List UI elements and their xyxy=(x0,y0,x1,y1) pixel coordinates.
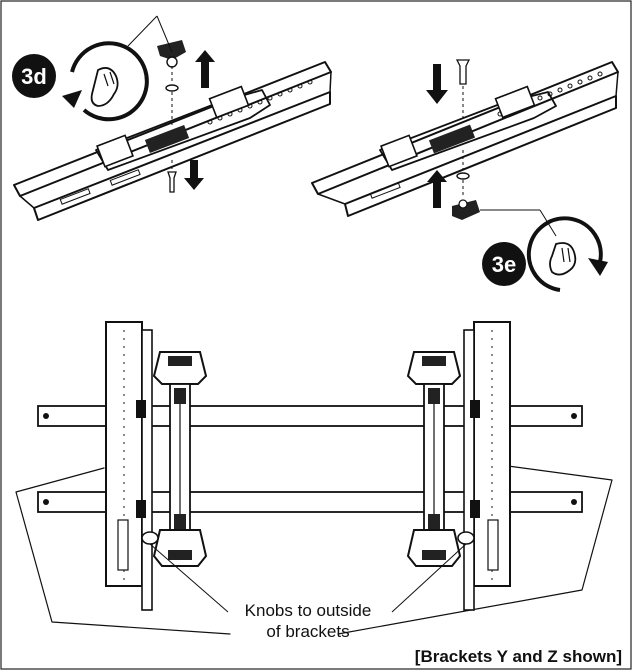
rail-right xyxy=(311,61,619,217)
step-label-3e: 3e xyxy=(492,252,516,277)
knob-3e xyxy=(452,172,480,220)
screw-3e xyxy=(455,59,471,170)
leader-line-left xyxy=(149,543,229,613)
rail-left xyxy=(13,61,332,221)
leader-line-right xyxy=(391,543,467,613)
step-3d-illustration: 3d xyxy=(12,15,332,221)
outline-left xyxy=(15,467,231,635)
screw-3d xyxy=(167,171,177,193)
tv-bracket-left xyxy=(152,351,208,567)
vertical-rail-right xyxy=(463,321,511,611)
arrow-down-3d xyxy=(184,160,204,190)
knob-right-outside xyxy=(457,531,475,545)
callout-line-2: of brackets xyxy=(266,622,349,641)
step-badge-3e: 3e xyxy=(482,242,526,286)
step-badge-3d: 3d xyxy=(12,54,56,98)
rotate-hand-icon-3d xyxy=(62,15,173,122)
arrow-up-3d xyxy=(195,50,215,88)
vertical-rail-left xyxy=(105,321,153,611)
arrow-down-3e xyxy=(426,64,448,104)
assembly-view xyxy=(15,321,613,635)
step-label-3d: 3d xyxy=(21,64,47,89)
knob-left-outside xyxy=(141,531,159,545)
caption: [Brackets Y and Z shown] xyxy=(415,647,622,666)
arrow-up-3e xyxy=(427,170,447,208)
outline-right xyxy=(337,465,613,635)
callout-line-1: Knobs to outside xyxy=(245,601,372,620)
rotate-hand-icon-3e xyxy=(480,209,608,292)
step-3e-illustration: 3e xyxy=(311,59,619,292)
tv-bracket-right xyxy=(406,351,462,567)
